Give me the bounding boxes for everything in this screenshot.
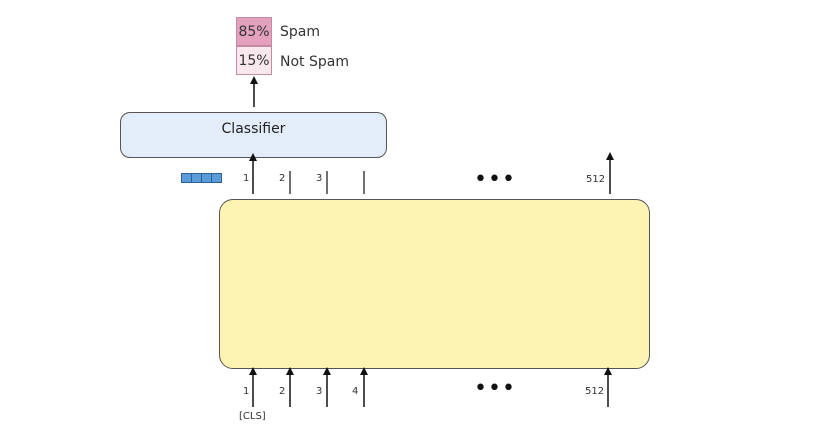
not-spam-probability-box: 15% [236, 46, 272, 75]
top-position-2: 2 [279, 173, 286, 184]
bottom-position-4: 4 [352, 386, 359, 397]
not-spam-percent: 15% [238, 52, 270, 69]
encoder-block [219, 199, 650, 369]
bottom-position-3: 3 [316, 386, 323, 397]
bottom-position-1: 1 [243, 386, 250, 397]
bottom-position-512: 512 [585, 386, 605, 397]
top-position-512: 512 [586, 174, 606, 185]
top-position-1: 1 [243, 173, 250, 184]
cls-token-label: [CLS] [239, 411, 266, 422]
bottom-position-2: 2 [279, 386, 286, 397]
top-ellipsis: ••• [474, 167, 516, 192]
cls-embedding-vector [181, 173, 222, 183]
classifier-box: Classifier [120, 112, 387, 158]
classifier-label: Classifier [221, 121, 286, 137]
spam-probability-box: 85% [236, 17, 272, 46]
top-position-3: 3 [316, 173, 323, 184]
spam-label: Spam [280, 24, 320, 40]
not-spam-label: Not Spam [280, 54, 349, 70]
bottom-ellipsis: ••• [474, 376, 516, 401]
spam-percent: 85% [238, 23, 270, 40]
vector-cell [211, 173, 222, 183]
